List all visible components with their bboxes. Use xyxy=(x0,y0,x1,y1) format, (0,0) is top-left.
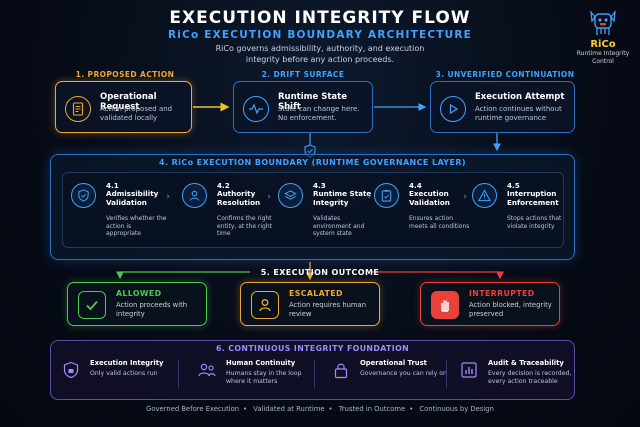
divider xyxy=(446,360,447,388)
outcome-desc: Action blocked, integrity preserved xyxy=(469,301,552,318)
stage-3-label: 3. UNVERIFIED CONTINUATION xyxy=(435,70,575,79)
foundation-audit-traceability: Audit & Traceability Every decision is r… xyxy=(458,357,573,395)
integrity-foundation-panel xyxy=(50,340,575,400)
chevron-right-icon: › xyxy=(267,192,271,202)
robot-dog-icon xyxy=(590,10,616,35)
person-icon xyxy=(251,291,279,319)
stage-desc: Action proposed and validated locally xyxy=(100,105,173,122)
stage-heading: Execution Attempt xyxy=(475,92,565,102)
page-title: EXECUTION INTEGRITY FLOW xyxy=(169,8,471,28)
chevron-right-icon: › xyxy=(463,192,467,202)
boundary-title: 4. RiCo EXECUTION BOUNDARY (RUNTIME GOVE… xyxy=(159,158,466,167)
step-desc: Validates environment and system state xyxy=(313,215,365,237)
foundation-execution-integrity: Execution Integrity Only valid actions r… xyxy=(60,357,185,395)
step-number: 4.4 xyxy=(409,181,422,190)
outcome-desc: Action proceeds with integrity xyxy=(116,301,188,318)
stage-heading: Operational Request xyxy=(100,92,157,112)
step-number: 4.3 xyxy=(313,181,326,190)
step-name: Execution Validation xyxy=(409,189,450,207)
intro-text: RiCo governs admissibility, authority, a… xyxy=(215,44,425,64)
outcome-status: INTERRUPTED xyxy=(469,289,535,298)
chevron-right-icon: › xyxy=(166,192,170,202)
outcome-escalated: ESCALATED Action requires human review xyxy=(240,282,380,326)
stage-runtime-state-shift: Runtime State Shift State can change her… xyxy=(233,81,373,133)
layers-icon xyxy=(278,183,303,208)
step-name: Authority Resolution xyxy=(217,189,261,207)
logo-tagline: Runtime Integrity Control xyxy=(576,50,630,65)
foundation-heading: Audit & Traceability xyxy=(488,359,564,367)
step-desc: Stops actions that violate integrity xyxy=(507,215,562,230)
step-desc: Confirms the right entity, at the right … xyxy=(217,215,273,237)
stage-desc: State can change here. No enforcement. xyxy=(278,105,360,122)
shield-check-icon xyxy=(71,183,96,208)
boundary-step-4-2: 4.2 Authority Resolution Confirms the ri… xyxy=(174,173,274,249)
footer-tagline: Governed Before Execution• Validated at … xyxy=(146,405,494,413)
step-name: Interruption Enforcement xyxy=(507,189,559,207)
pulse-icon xyxy=(243,96,269,122)
foundation-heading: Human Continuity xyxy=(226,359,296,367)
foundation-title: 6. CONTINUOUS INTEGRITY FOUNDATION xyxy=(215,344,410,353)
step-number: 4.5 xyxy=(507,181,520,190)
stage-2-label: 2. DRIFT SURFACE xyxy=(261,70,345,79)
outcome-desc: Action requires human review xyxy=(289,301,367,318)
outcome-allowed: ALLOWED Action proceeds with integrity xyxy=(67,282,207,326)
footer-item: Trusted in Outcome xyxy=(338,405,406,413)
foundation-desc: Only valid actions run xyxy=(90,370,158,377)
step-desc: Verifies whether the action is appropria… xyxy=(106,215,167,237)
divider xyxy=(178,360,179,388)
check-icon xyxy=(78,291,106,319)
boundary-step-4-4: 4.4 Execution Validation Ensures action … xyxy=(366,173,469,249)
foundation-desc: Humans stay in the loop where it matters xyxy=(226,370,302,385)
rico-logo: RiCo Runtime Integrity Control xyxy=(572,8,634,65)
warning-icon xyxy=(472,183,497,208)
page-subtitle: RiCo EXECUTION BOUNDARY ARCHITECTURE xyxy=(167,29,473,41)
stage-heading: Runtime State Shift xyxy=(278,92,347,112)
step-number: 4.1 xyxy=(106,181,119,190)
outcome-title: 5. EXECUTION OUTCOME xyxy=(260,268,380,277)
boundary-steps: 4.1 Admissibility Validation Verifies wh… xyxy=(62,172,564,248)
logo-name: RiCo xyxy=(590,39,616,50)
boundary-step-4-5: 4.5 Interruption Enforcement Stops actio… xyxy=(464,173,564,249)
outcome-status: ALLOWED xyxy=(116,289,162,298)
foundation-desc: Every decision is recorded, every action… xyxy=(488,370,572,385)
footer-item: Validated at Runtime xyxy=(253,405,325,413)
play-icon xyxy=(440,96,466,122)
foundation-human-continuity: Human Continuity Humans stay in the loop… xyxy=(196,357,321,395)
foundation-heading: Execution Integrity xyxy=(90,359,164,367)
divider xyxy=(314,360,315,388)
step-name: Runtime State Integrity xyxy=(313,189,372,207)
foundation-operational-trust: Operational Trust Governance you can rel… xyxy=(330,357,455,395)
stop-hand-icon xyxy=(431,291,459,319)
stage-operational-request: Operational Request Action proposed and … xyxy=(55,81,192,133)
foundation-desc: Governance you can rely on xyxy=(360,370,447,377)
lock-icon xyxy=(330,359,352,381)
footer-item: Governed Before Execution xyxy=(146,405,240,413)
user-icon xyxy=(182,183,207,208)
step-name: Admissibility Validation xyxy=(106,189,159,207)
people-icon xyxy=(196,359,218,381)
step-desc: Ensures action meets all conditions xyxy=(409,215,470,230)
stage-desc: Action continues without runtime governa… xyxy=(475,105,562,122)
clipboard-check-icon xyxy=(374,183,399,208)
chevron-right-icon: › xyxy=(367,192,371,202)
chart-icon xyxy=(458,359,480,381)
step-number: 4.2 xyxy=(217,181,230,190)
foundation-heading: Operational Trust xyxy=(360,359,427,367)
footer-item: Continuous by Design xyxy=(419,405,494,413)
outcome-status: ESCALATED xyxy=(289,289,343,298)
stage-1-label: 1. PROPOSED ACTION xyxy=(75,70,175,79)
boundary-step-4-3: 4.3 Runtime State Integrity Validates en… xyxy=(270,173,372,249)
document-icon xyxy=(65,96,91,122)
shield-lock-icon xyxy=(60,359,82,381)
stage-execution-attempt: Execution Attempt Action continues witho… xyxy=(430,81,575,133)
boundary-step-4-1: 4.1 Admissibility Validation Verifies wh… xyxy=(63,173,166,249)
outcome-interrupted: INTERRUPTED Action blocked, integrity pr… xyxy=(420,282,560,326)
